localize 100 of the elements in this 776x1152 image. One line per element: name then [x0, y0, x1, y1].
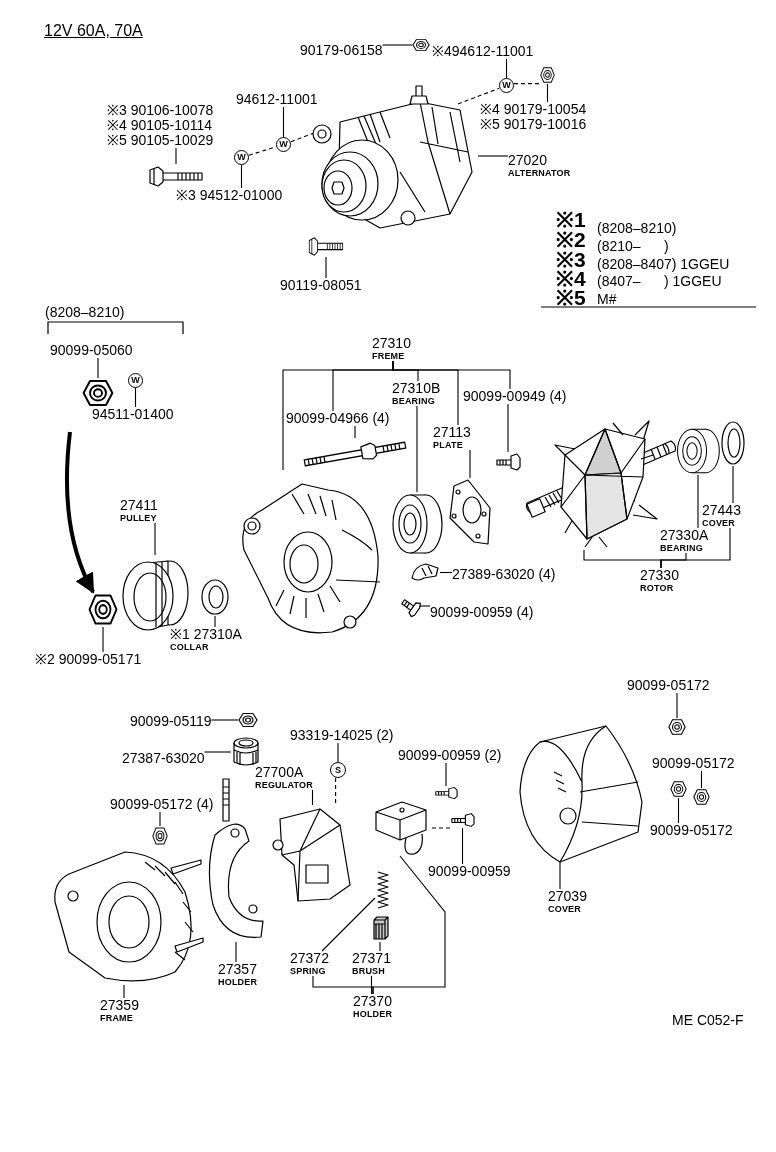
- leader-line: [381, 44, 413, 46]
- part-name: SPRING: [290, 966, 327, 976]
- leader-line: [416, 405, 418, 493]
- part-number: ※494612-11001: [432, 44, 534, 59]
- assembly-line: [335, 777, 337, 806]
- part-number: ※3 94512-01000: [176, 188, 283, 203]
- part-name: FRAME: [100, 1013, 134, 1023]
- date-range: (8208–8407) 1GGEU: [597, 257, 730, 271]
- leader-line: [477, 155, 509, 157]
- part-number: 27330: [640, 568, 679, 583]
- part-name: COLLAR: [170, 642, 210, 652]
- leader-line: [419, 605, 431, 607]
- part-number: 94612-11001: [236, 92, 318, 107]
- leader-line: [102, 626, 104, 653]
- leader-line: [392, 360, 511, 390]
- part-name: PULLEY: [120, 513, 158, 523]
- part-number: 27359: [100, 998, 139, 1013]
- part-number: 90099-00959 (4): [430, 605, 534, 620]
- nut-icon: [82, 378, 114, 408]
- part-number: ※1 27310A: [170, 627, 242, 642]
- part-name: HOLDER: [353, 1009, 393, 1019]
- leader-line: [439, 571, 453, 574]
- diagram-code: ME C052-F: [672, 1013, 744, 1027]
- part-number: ※5 90105-10029: [107, 133, 214, 148]
- nut-icon: [152, 826, 168, 846]
- part-number: 90099-00959 (2): [398, 748, 502, 763]
- note-marker: ※5: [556, 287, 586, 308]
- washer-symbol: S: [330, 762, 346, 778]
- leader-line: [445, 762, 447, 787]
- part-number: ※4 90179-10054: [480, 102, 587, 117]
- leader-line: [461, 827, 464, 865]
- part-number: 94511-01400: [92, 407, 174, 422]
- screw-drawing: [400, 596, 420, 616]
- leader-line: [154, 522, 156, 556]
- leader-line: [677, 797, 680, 824]
- screw-drawing: [434, 786, 458, 800]
- leader-line: [134, 387, 137, 408]
- leader-line: [97, 357, 99, 379]
- nut-icon: [412, 38, 430, 52]
- part-number: 90099-05172: [652, 756, 735, 771]
- nut-icon: [670, 780, 687, 798]
- part-number: ※5 90179-10016: [480, 117, 587, 132]
- part-number: 90099-05172 (4): [110, 797, 214, 812]
- leader-line: [697, 474, 699, 529]
- nut-icon: [693, 788, 710, 806]
- model-code: M#: [597, 292, 617, 306]
- part-name: ROTOR: [640, 583, 675, 593]
- leader-line: [372, 855, 446, 995]
- part-number: 90099-05172: [627, 678, 710, 693]
- leader-line: [354, 425, 356, 439]
- nut-icon: [668, 718, 686, 736]
- part-number: 90099-05172: [650, 823, 733, 838]
- nut-icon: [540, 66, 555, 84]
- leader-line: [203, 751, 232, 753]
- part-name: HOLDER: [218, 977, 258, 987]
- part-number: 27700A: [255, 765, 305, 780]
- screw-drawing: [450, 812, 475, 828]
- part-number: 27411: [120, 498, 158, 513]
- part-number: 90179-06158: [300, 43, 383, 58]
- part-number: 90099-04966 (4): [286, 411, 390, 426]
- assembly-line: [457, 87, 500, 105]
- part-name: BEARING: [660, 543, 704, 553]
- cover-ring-drawing: [720, 420, 746, 466]
- assembly-line: [431, 827, 451, 829]
- part-number: 90099-05060: [50, 343, 133, 358]
- part-number: 27387-63020: [122, 751, 205, 766]
- leader-line: [282, 106, 285, 138]
- leader-line: [507, 403, 509, 453]
- leader-line: [546, 83, 549, 103]
- date-range: (8208–8210): [45, 305, 125, 319]
- leader-line: [240, 164, 243, 189]
- leader-line: [325, 256, 327, 279]
- date-range: (8208–8210): [597, 221, 677, 235]
- note-marker: ※1: [556, 209, 586, 230]
- leader-line: [321, 897, 376, 952]
- part-number: 27039: [548, 889, 587, 904]
- leader-line: [337, 742, 339, 763]
- bolt-drawing: [308, 235, 344, 257]
- part-name: COVER: [702, 518, 736, 528]
- part-number: 27371: [352, 951, 391, 966]
- bearing-drawing: [390, 492, 444, 556]
- leader-line: [469, 449, 471, 479]
- date-range: (8407– ) 1GGEU: [597, 274, 722, 288]
- washer-symbol: W: [128, 373, 143, 388]
- leader-line: [379, 941, 381, 952]
- part-number: 27330A: [660, 528, 709, 543]
- part-name: PLATE: [433, 440, 464, 450]
- leader-line: [123, 984, 125, 999]
- leader-line: [175, 147, 177, 165]
- bolt-drawing: [148, 164, 204, 188]
- nut-icon: [238, 712, 258, 728]
- leader-line: [311, 789, 314, 806]
- part-name: COVER: [548, 904, 582, 914]
- leader-line: [235, 941, 237, 963]
- leader-line: [370, 975, 373, 995]
- leader-line: [700, 770, 703, 789]
- spring-drawing: [375, 870, 391, 910]
- leader-line: [159, 811, 161, 827]
- leader-line: [505, 58, 508, 79]
- cap-drawing: [231, 736, 261, 768]
